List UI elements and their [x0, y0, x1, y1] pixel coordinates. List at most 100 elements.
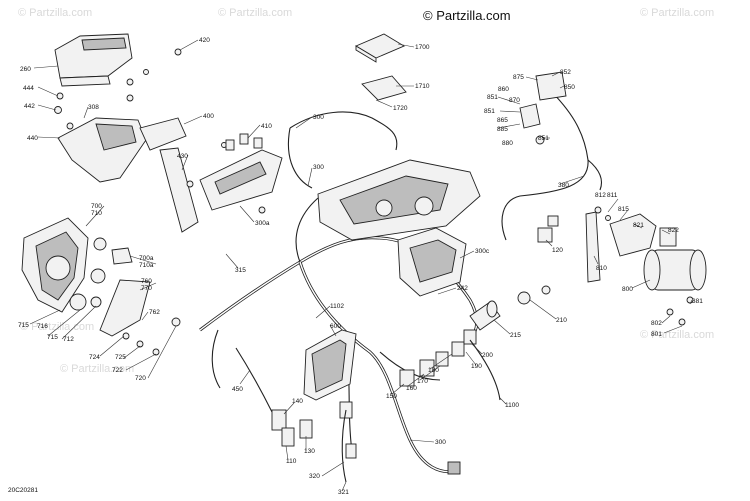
site-credit: © Partzilla.com	[423, 8, 511, 23]
callout-720: 720	[135, 375, 146, 382]
winch-fasteners	[594, 206, 694, 326]
callout-812: 812	[595, 192, 606, 199]
harness-end-part	[447, 461, 461, 475]
callout-300: 300	[313, 114, 324, 121]
callout-120: 120	[552, 247, 563, 254]
callout-715: 715	[18, 322, 29, 329]
headlight-assembly-part[interactable]	[21, 217, 89, 313]
watermark-text: © Partzilla.com	[60, 363, 134, 375]
callout-801: 801	[651, 331, 662, 338]
callout-865: 865	[497, 117, 508, 124]
callout-880: 880	[502, 140, 513, 147]
relay-box-part[interactable]	[397, 227, 467, 297]
callout-600: 600	[330, 323, 341, 330]
rear-harness-part[interactable]	[501, 71, 603, 243]
front-harness-frame-part[interactable]	[287, 111, 481, 241]
connector-group-part[interactable]	[271, 401, 357, 483]
callout-710a: 710a	[139, 262, 154, 269]
callout-851: 851	[538, 135, 549, 142]
leader-lines	[29, 39, 693, 492]
switch-group-part[interactable]	[399, 329, 477, 387]
callout-762: 762	[149, 309, 160, 316]
watermark-text: © Partzilla.com	[20, 321, 94, 333]
callout-320: 320	[309, 473, 320, 480]
callout-852: 852	[560, 69, 571, 76]
callout-1100: 1100	[505, 402, 519, 409]
callout-725: 725	[115, 354, 126, 361]
callout-444: 444	[23, 85, 34, 92]
callout-716: 716	[37, 323, 48, 330]
watermark-text: © Partzilla.com	[640, 329, 714, 341]
callout-260: 260	[20, 66, 31, 73]
diagram-reference-id: 20C20281	[8, 487, 38, 494]
callout-300a: 300a	[255, 220, 270, 227]
callout-802: 802	[651, 320, 662, 327]
callout-800: 800	[622, 286, 633, 293]
callout-875: 875	[513, 74, 524, 81]
callout-400: 400	[203, 113, 214, 120]
callout-180: 180	[428, 367, 439, 374]
cable-1100-part[interactable]	[469, 339, 501, 401]
callout-710: 710	[91, 210, 102, 217]
callout-724: 724	[89, 354, 100, 361]
fuse-box-part[interactable]	[199, 133, 283, 211]
callout-700: 700	[91, 203, 102, 210]
callout-760: 760	[141, 278, 152, 285]
callout-215: 215	[510, 332, 521, 339]
watermark-text: © Partzilla.com	[218, 7, 292, 19]
callout-300: 300	[313, 164, 324, 171]
callout-110: 110	[286, 458, 297, 465]
callout-160: 160	[406, 385, 417, 392]
callout-442: 442	[24, 103, 35, 110]
power-socket-part[interactable]	[469, 300, 501, 331]
callout-821: 821	[633, 222, 644, 229]
callout-850: 850	[564, 84, 575, 91]
ecu-cover-part[interactable]	[54, 33, 133, 87]
winch-part[interactable]	[585, 211, 707, 291]
watermark-text: © Partzilla.com	[640, 7, 714, 19]
callout-712: 712	[63, 336, 74, 343]
callout-815: 815	[618, 206, 629, 213]
fasteners-group	[54, 48, 266, 214]
callout-410: 410	[261, 123, 272, 130]
callout-1700: 1700	[415, 44, 430, 51]
callout-715: 715	[47, 334, 58, 341]
callout-200: 200	[482, 352, 493, 359]
callout-308: 308	[88, 104, 99, 111]
callout-722: 722	[112, 367, 123, 374]
callout-210: 210	[556, 317, 567, 324]
callout-811: 811	[607, 192, 618, 199]
callout-860: 860	[498, 86, 509, 93]
callout-851: 851	[484, 108, 495, 115]
callout-190: 190	[471, 363, 482, 370]
watermark-layer: © Partzilla.com © Partzilla.com © Partzi…	[18, 7, 714, 375]
gauge-cluster-part[interactable]	[303, 329, 357, 401]
callout-440: 440	[27, 135, 38, 142]
mounting-bracket-part[interactable]	[57, 117, 199, 233]
control-module-1700-part[interactable]	[355, 33, 407, 101]
callout-885: 885	[497, 126, 508, 133]
callout-242: 242	[457, 285, 468, 292]
callout-170: 170	[417, 378, 428, 385]
watermark-text: © Partzilla.com	[18, 7, 92, 19]
callout-300c: 300c	[475, 248, 490, 255]
callout-420: 420	[199, 37, 210, 44]
sensor-210-part[interactable]	[517, 285, 551, 305]
callout-321: 321	[338, 489, 349, 496]
callout-140: 140	[292, 398, 303, 405]
callout-380: 380	[558, 182, 569, 189]
callout-315: 315	[235, 267, 246, 274]
callout-851: 851	[487, 94, 498, 101]
callout-430: 430	[177, 153, 188, 160]
callout-700a: 700a	[139, 255, 154, 262]
callout-labels: 420 260 444 442 308 440 400 410 430 300a…	[18, 37, 703, 496]
callout-822: 822	[668, 227, 679, 234]
callout-1720: 1720	[393, 105, 408, 112]
callout-1102: 1102	[330, 303, 344, 310]
callout-381: 381	[692, 298, 703, 305]
callout-870: 870	[509, 97, 520, 104]
callout-130: 130	[304, 448, 315, 455]
callout-1710: 1710	[415, 83, 430, 90]
